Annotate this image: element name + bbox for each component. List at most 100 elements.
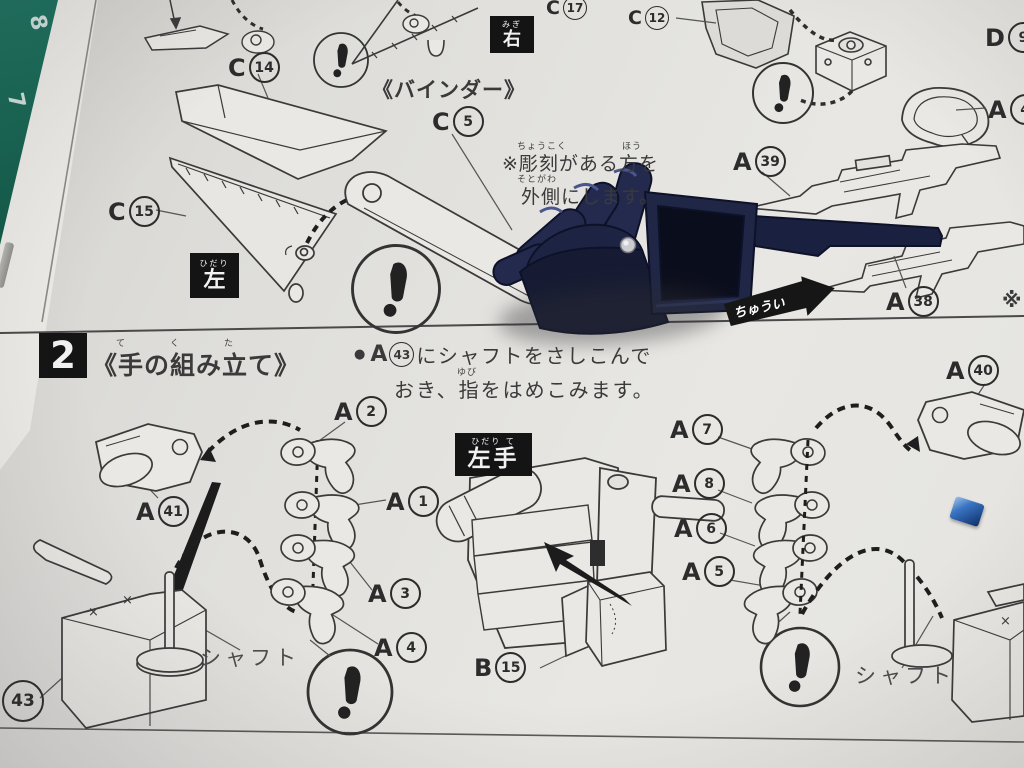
exclamation-icon — [313, 32, 369, 88]
part-letter: A — [670, 415, 689, 444]
part-label-a4: A 4 — [374, 632, 427, 663]
handle-loop-drawing — [901, 87, 990, 150]
svg-text:×: × — [1000, 614, 1011, 629]
pedestal-part-drawing — [143, 0, 230, 51]
dashed-curves-right — [800, 403, 944, 619]
shaft-label-right: シャフト — [855, 664, 955, 688]
metal-pin — [619, 236, 637, 254]
screw-part-drawing — [241, 14, 430, 54]
part-label-c12: C 12 — [628, 6, 669, 30]
left-side-box: ひだり 左 — [190, 253, 239, 298]
right-side-box: みぎ 右 — [490, 16, 534, 53]
dashed-chain-topright — [788, 8, 854, 106]
part-letter: A — [368, 579, 387, 608]
exclamation-icon — [752, 62, 814, 124]
part-letter: C — [628, 6, 642, 29]
furigana-chokoku: ちょうこく — [516, 142, 567, 152]
arrow-b15-to-hand — [544, 542, 632, 606]
part-label-a40: A 40 — [946, 355, 999, 386]
kanji-left: 左 — [203, 267, 226, 293]
furigana: みぎ — [502, 19, 522, 29]
bullet-mark: ● — [354, 347, 366, 362]
instruction-line-1: ● A 43 にシャフトをさしこんで — [354, 340, 652, 369]
part-letter: A — [334, 397, 353, 426]
part-letter: A — [733, 147, 752, 176]
binder-wing-c15-drawing — [168, 156, 338, 303]
part-letter: A — [886, 287, 905, 316]
instruction-text: にシャフトをさしこんで — [416, 344, 652, 368]
svg-text:×: × — [122, 593, 133, 608]
title-furigana-te: て — [116, 339, 127, 349]
part-letter: A — [946, 356, 965, 385]
part-letter: B — [474, 653, 493, 682]
part-number-circled: 41 — [157, 496, 189, 527]
part-number-circled: 6 — [695, 513, 727, 544]
part-number-circled: 38 — [907, 286, 939, 317]
kanji-left-hand: 左手 — [467, 446, 520, 472]
step-number: 2 — [50, 334, 76, 377]
part-letter: A — [682, 557, 701, 586]
shaft-label-left: シャフト — [200, 646, 300, 670]
assembled-hand-part-photo — [492, 162, 944, 335]
cover-b15-drawing — [561, 571, 667, 667]
part-number-circled: 17 — [562, 0, 587, 20]
kanji-right: 右 — [503, 28, 521, 50]
bottom-rule-line — [0, 727, 1024, 743]
part-number-circled: 5 — [703, 556, 735, 587]
part-letter: A — [370, 342, 388, 367]
rifle-a38-drawing — [817, 221, 1024, 300]
part-number-circled: 43 — [2, 680, 44, 722]
footnote-mark: ※ — [1002, 288, 1022, 312]
left-hand-box: ひだり て 左手 — [455, 433, 532, 476]
part-number-circled: 39 — [754, 146, 786, 177]
part-label-d-edge: D 9 — [985, 22, 1024, 53]
furigana-sotogawa: そとがわ — [516, 175, 557, 185]
part-number-circled: 14 — [248, 52, 280, 83]
exclamation-icon — [306, 648, 394, 736]
part-number-circled: 7 — [691, 414, 723, 445]
thumb-unit-a40-drawing — [917, 391, 1024, 462]
part-number-circled: 5 — [452, 106, 484, 137]
part-label-a41: A 41 — [136, 496, 189, 527]
part-letter: C — [108, 197, 126, 226]
furigana-yubi: ゆび — [456, 368, 477, 378]
part-number-circled: 43 — [389, 342, 415, 367]
step-number-box: 2 — [39, 333, 87, 378]
part-number-circled: 2 — [355, 396, 387, 427]
dashed-arrowhead-a41 — [200, 447, 216, 462]
binder-wing-c14-drawing — [174, 84, 388, 180]
part-letter: C — [546, 0, 560, 19]
part-label-c14: C 14 — [228, 52, 280, 83]
part-label-a6: A 6 — [674, 513, 727, 544]
part-label-a38: A 38 — [886, 286, 939, 317]
binder-wing-right-drawing — [351, 0, 479, 65]
base-part-43-drawing: × × — [32, 539, 207, 729]
part-number-circled: 4 — [1009, 94, 1024, 125]
furigana: ひだり — [199, 258, 230, 268]
part-letter: A — [374, 633, 393, 662]
part-label-a1: A 1 — [386, 486, 439, 517]
base-part-right-drawing: × — [891, 559, 1024, 723]
part-label-c15: C 15 — [108, 196, 160, 227]
title-furigana-ta: た — [224, 339, 235, 349]
part-number-circled: 40 — [967, 355, 999, 386]
part-letter: C — [432, 107, 450, 136]
rifle-a39-drawing — [747, 143, 1002, 220]
part-letter: C — [228, 53, 246, 82]
svg-text:×: × — [88, 605, 99, 620]
dashed-arrowhead-a40 — [906, 436, 920, 452]
part-letter: A — [386, 487, 405, 516]
part-label-a5: A 5 — [682, 556, 735, 587]
part-number-circled: 15 — [128, 196, 160, 227]
dotted-chain-topleft — [230, 0, 427, 31]
part-label-c5: C 5 — [432, 106, 484, 137]
engrave-note-line1: ※彫刻がある方を — [502, 153, 659, 175]
thumb-unit-a41-drawing — [94, 423, 203, 494]
part-label-a3: A 3 — [368, 578, 421, 609]
part-label-a8: A 8 — [672, 468, 725, 499]
part-letter: A — [988, 95, 1007, 124]
part-number-circled: 15 — [495, 652, 527, 683]
part-number-circled: 9 — [1007, 22, 1024, 53]
